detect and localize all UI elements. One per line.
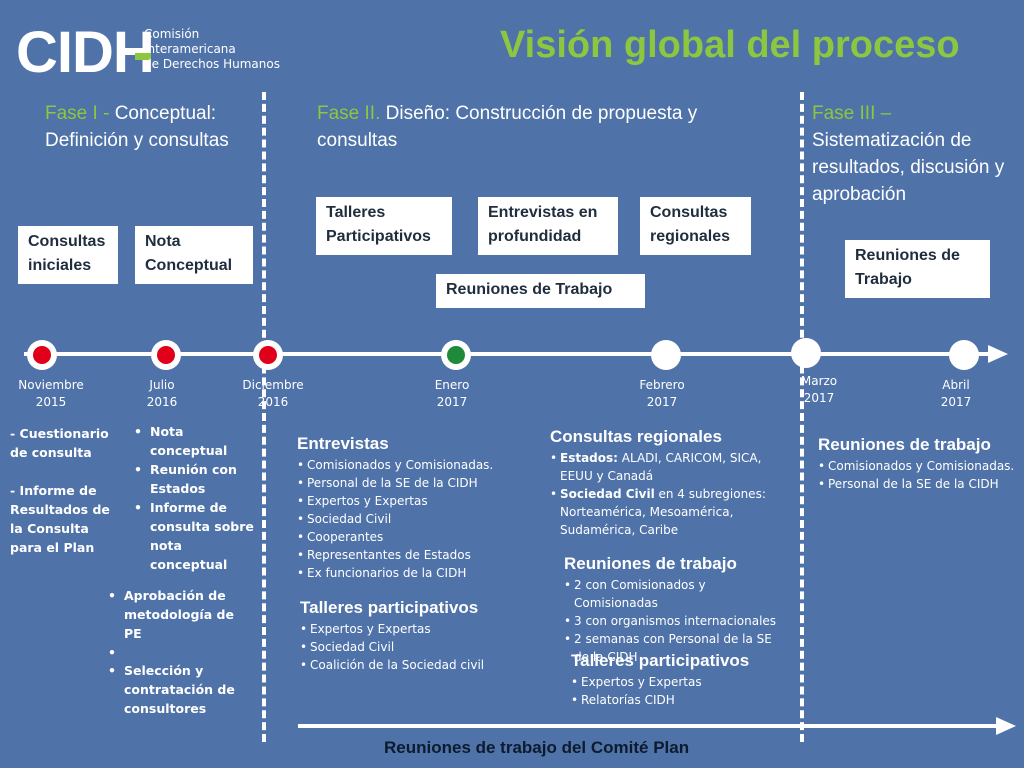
timeline-arrow-icon — [988, 345, 1008, 363]
box-entrevistas-profundidad: Entrevistas en profundidad — [478, 197, 618, 255]
col1-text: - Cuestionario de consulta - Informe de … — [10, 424, 120, 557]
timeline-node-jul-2016 — [151, 340, 181, 370]
timeline-node-feb-2017 — [651, 340, 681, 370]
entrevistas-title: Entrevistas — [297, 434, 389, 453]
committee-label: Reuniones de trabajo del Comité Plan — [384, 738, 690, 757]
cidh-logo: CIDH Comisión Interamericana de Derechos… — [16, 24, 280, 82]
phase-2-label: Fase II. — [317, 103, 381, 124]
phase-1-text: Conceptual: Definición y consultas — [45, 103, 229, 151]
list-item: Sociedad Civil — [297, 510, 527, 528]
page-title: Visión global del proceso — [500, 24, 960, 66]
col2-list: Nota conceptual Reunión con Estados Info… — [130, 422, 260, 574]
list-item: Personal de la SE de la CIDH — [818, 475, 1018, 493]
box-nota-conceptual: Nota Conceptual — [135, 226, 253, 284]
list-item: 2 con Comisionados y Comisionadas — [564, 576, 789, 612]
reuniones-right-title: Reuniones de trabajo — [818, 435, 991, 454]
logo-line-1: Comisión — [144, 27, 200, 41]
logo-line-2: Interamericana — [144, 42, 236, 56]
list-item: Expertos y Expertas — [571, 673, 791, 691]
list-item: Selección y contratación de consultores — [104, 661, 254, 718]
list-item: Informe de consulta sobre nota conceptua… — [130, 498, 260, 574]
box-reuniones-trabajo-right: Reuniones de Trabajo — [845, 240, 990, 298]
list-item: Nota conceptual — [130, 422, 260, 460]
list-item: Expertos y Expertas — [297, 492, 527, 510]
list-item: Cooperantes — [297, 528, 527, 546]
reuniones-mid-section: Reuniones de trabajo 2 con Comisionados … — [564, 552, 789, 666]
list-item: Representantes de Estados — [297, 546, 527, 564]
consultas-title: Consultas regionales — [550, 427, 722, 446]
timeline-node-nov-2015 — [27, 340, 57, 370]
logo-green-bar — [135, 53, 151, 60]
phase-2-heading: Fase II. Diseño: Construcción de propues… — [317, 100, 777, 154]
phase-2-text: Diseño: Construcción de propuesta y cons… — [317, 103, 698, 151]
status-dot-green — [447, 346, 465, 364]
list-item: Sociedad Civil en 4 subregiones: Norteam… — [550, 485, 790, 539]
list-item: 3 con organismos internacionales — [564, 612, 789, 630]
list-item: Relatorías CIDH — [571, 691, 791, 709]
phase-3-heading: Fase III – Sistematización de resultados,… — [812, 100, 1017, 208]
phase-1-label: Fase I - — [45, 103, 115, 124]
talleres-left-section: Talleres participativos Expertos y Exper… — [300, 596, 520, 674]
list-item: Sociedad Civil — [300, 638, 520, 656]
phase-1-heading: Fase I - Conceptual: Definición y consul… — [45, 100, 260, 154]
col1-informe: - Informe de Resultados de la Consulta p… — [10, 483, 110, 555]
timeline-node-mar-2017 — [791, 338, 821, 368]
list-item: Personal de la SE de la CIDH — [297, 474, 527, 492]
status-dot-red — [157, 346, 175, 364]
box-consultas-iniciales: Consultas iniciales — [18, 226, 118, 284]
box-consultas-regionales: Consultas regionales — [640, 197, 751, 255]
logo-line-3: de Derechos Humanos — [144, 57, 280, 71]
entrevistas-section: Entrevistas Comisionados y Comisionadas.… — [297, 432, 527, 582]
talleres-right-title: Talleres participativos — [571, 651, 750, 670]
reuniones-mid-title: Reuniones de trabajo — [564, 554, 737, 573]
talleres-right-section: Talleres participativos Expertos y Exper… — [571, 649, 791, 709]
list-item: Reunión con Estados — [130, 460, 260, 498]
list-item: Ex funcionarios de la CIDH — [297, 564, 527, 582]
status-dot-red — [259, 346, 277, 364]
list-item: Comisionados y Comisionadas. — [818, 457, 1018, 475]
list-item: Expertos y Expertas — [300, 620, 520, 638]
list-item: 2 semanas con Personal de la SE de la CI… — [564, 630, 789, 666]
talleres-left-title: Talleres participativos — [300, 598, 479, 617]
list-item: Estados: ALADI, CARICOM, SICA, EEUU y Ca… — [550, 449, 790, 485]
col2b-list: Aprobación de metodología de PE Selecció… — [104, 586, 254, 718]
box-talleres-participativos: Talleres Participativos — [316, 197, 452, 255]
list-item: Coalición de la Sociedad civil — [300, 656, 520, 674]
timeline-node-dic-2016 — [253, 340, 283, 370]
logo-subtitle: Comisión Interamericana de Derechos Huma… — [144, 27, 284, 72]
committee-arrow-icon — [996, 717, 1016, 735]
status-dot-red — [33, 346, 51, 364]
reuniones-right-section: Reuniones de trabajo Comisionados y Comi… — [818, 433, 1018, 493]
list-item: Comisionados y Comisionadas. — [297, 456, 527, 474]
committee-arrow-line — [298, 724, 998, 728]
divider-phase-2-3 — [800, 92, 804, 742]
timeline-node-ene-2017 — [441, 340, 471, 370]
divider-phase-1-2 — [262, 92, 266, 742]
box-reuniones-trabajo-mid: Reuniones de Trabajo — [436, 274, 645, 308]
timeline-node-abr-2017 — [949, 340, 979, 370]
consultas-section: Consultas regionales Estados: ALADI, CAR… — [550, 425, 790, 539]
col1-cuestionario: - Cuestionario de consulta — [10, 426, 109, 460]
list-item: Aprobación de metodología de PE — [104, 586, 254, 643]
phase-3-label: Fase III – — [812, 103, 892, 124]
phase-3-text: Sistematización de resultados, discusión… — [812, 130, 1005, 205]
timeline-line — [24, 352, 990, 356]
logo-mark: CIDH — [16, 20, 155, 85]
